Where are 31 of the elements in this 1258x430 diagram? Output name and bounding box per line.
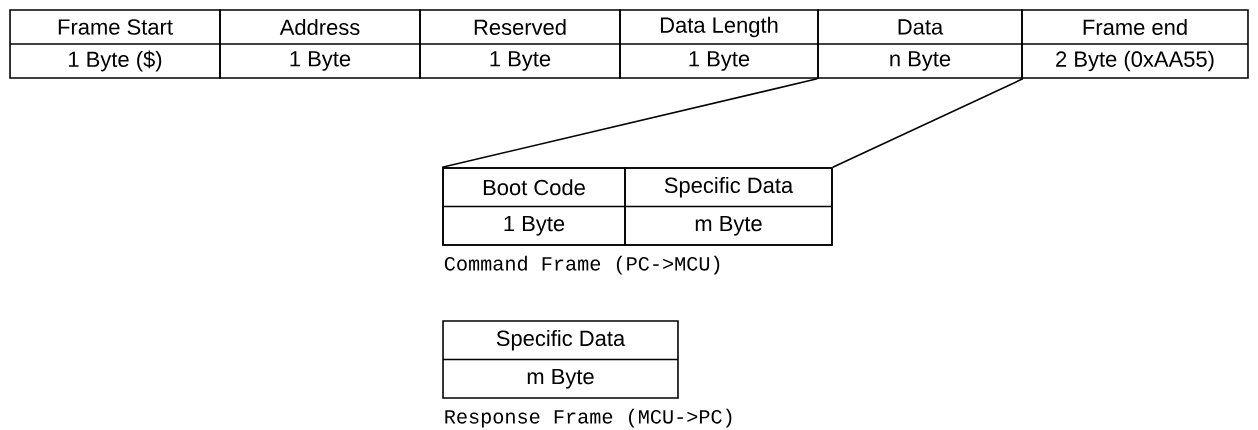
- cell-value: 2 Byte (0xAA55): [1056, 50, 1214, 72]
- column-heading: Reserved: [474, 18, 566, 36]
- column-heading: Specific Data: [664, 176, 794, 198]
- table-column: [1021, 9, 1249, 79]
- cell-value: m Byte: [695, 216, 762, 236]
- cell-value: 1 Byte: [504, 216, 565, 236]
- column-heading: Data Length: [660, 16, 778, 38]
- cell-value: m Byte: [527, 369, 594, 389]
- table-column: [817, 9, 1023, 79]
- cell-value: n Byte: [890, 51, 951, 71]
- table-column: [624, 167, 833, 246]
- frame-caption: Response Frame (MCU->PC): [445, 408, 732, 428]
- cell-value: 1 Byte: [290, 51, 351, 71]
- column-heading: Address: [279, 18, 360, 36]
- column-heading: Data: [898, 19, 944, 35]
- table-column: [219, 9, 421, 79]
- cell-value: 1 Byte ($): [69, 50, 162, 72]
- column-heading: Frame Start: [58, 19, 173, 35]
- table-column: [442, 320, 679, 399]
- table-column: [419, 9, 621, 79]
- cell-value: 1 Byte: [490, 51, 551, 71]
- table-column: [9, 9, 221, 79]
- column-heading: Boot Code: [483, 179, 585, 196]
- leader-line: [831, 78, 1024, 168]
- column-heading: Specific Data: [496, 329, 626, 351]
- table-column: [619, 9, 819, 79]
- cell-value: 1 Byte: [689, 51, 750, 71]
- column-heading: Frame end: [1083, 18, 1187, 36]
- frame-caption: Command Frame (PC->MCU): [444, 255, 720, 275]
- table-column: [442, 167, 626, 246]
- leader-line: [441, 78, 819, 168]
